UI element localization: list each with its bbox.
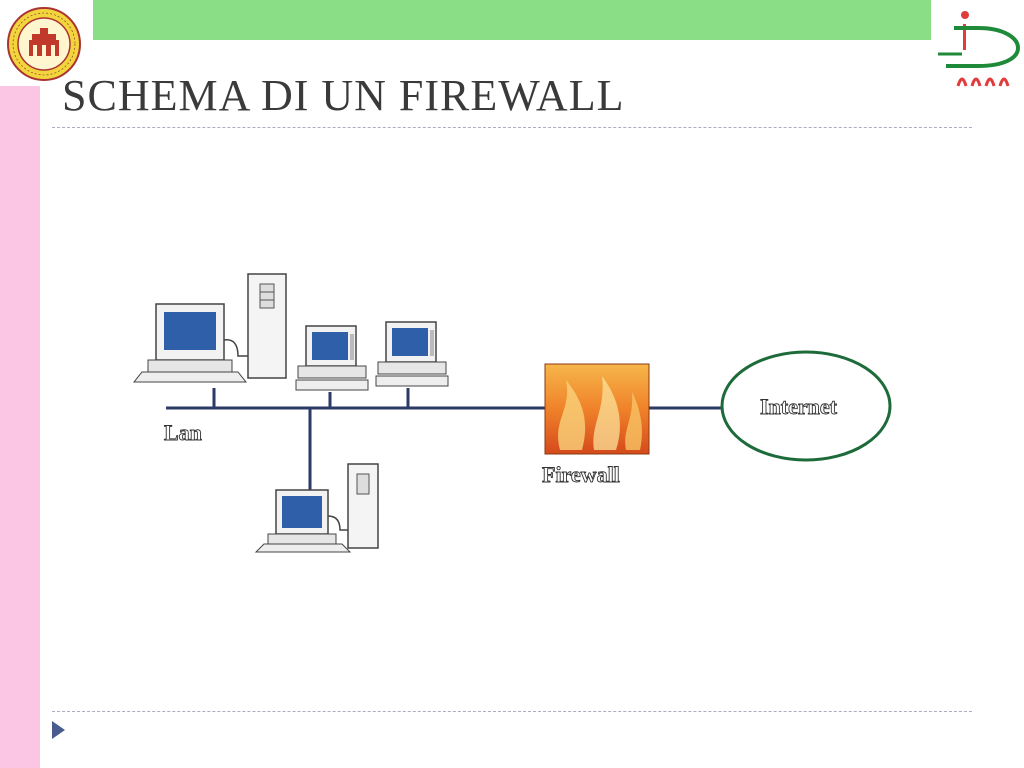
lan-label: Lan bbox=[164, 420, 202, 445]
workstation-4-icon bbox=[254, 463, 379, 553]
workstation-1-icon bbox=[132, 273, 287, 383]
workstation-3-icon bbox=[375, 321, 449, 387]
university-seal-logo bbox=[7, 7, 81, 81]
firewall-label: Firewall bbox=[542, 462, 620, 487]
department-logo bbox=[938, 11, 1020, 87]
side-strip bbox=[0, 86, 40, 768]
next-slide-arrow-icon[interactable] bbox=[52, 721, 65, 739]
internet-cloud-icon bbox=[720, 350, 892, 462]
title-divider bbox=[52, 127, 972, 128]
page-title: SCHEMA DI UN FIREWALL bbox=[62, 71, 625, 120]
workstation-2-icon bbox=[295, 325, 369, 391]
firewall-icon bbox=[544, 363, 650, 455]
footer-divider bbox=[52, 711, 972, 712]
header-bar bbox=[93, 0, 931, 40]
firewall-diagram: Lan Firewall Internet bbox=[132, 273, 892, 553]
internet-label: Internet bbox=[760, 394, 838, 419]
